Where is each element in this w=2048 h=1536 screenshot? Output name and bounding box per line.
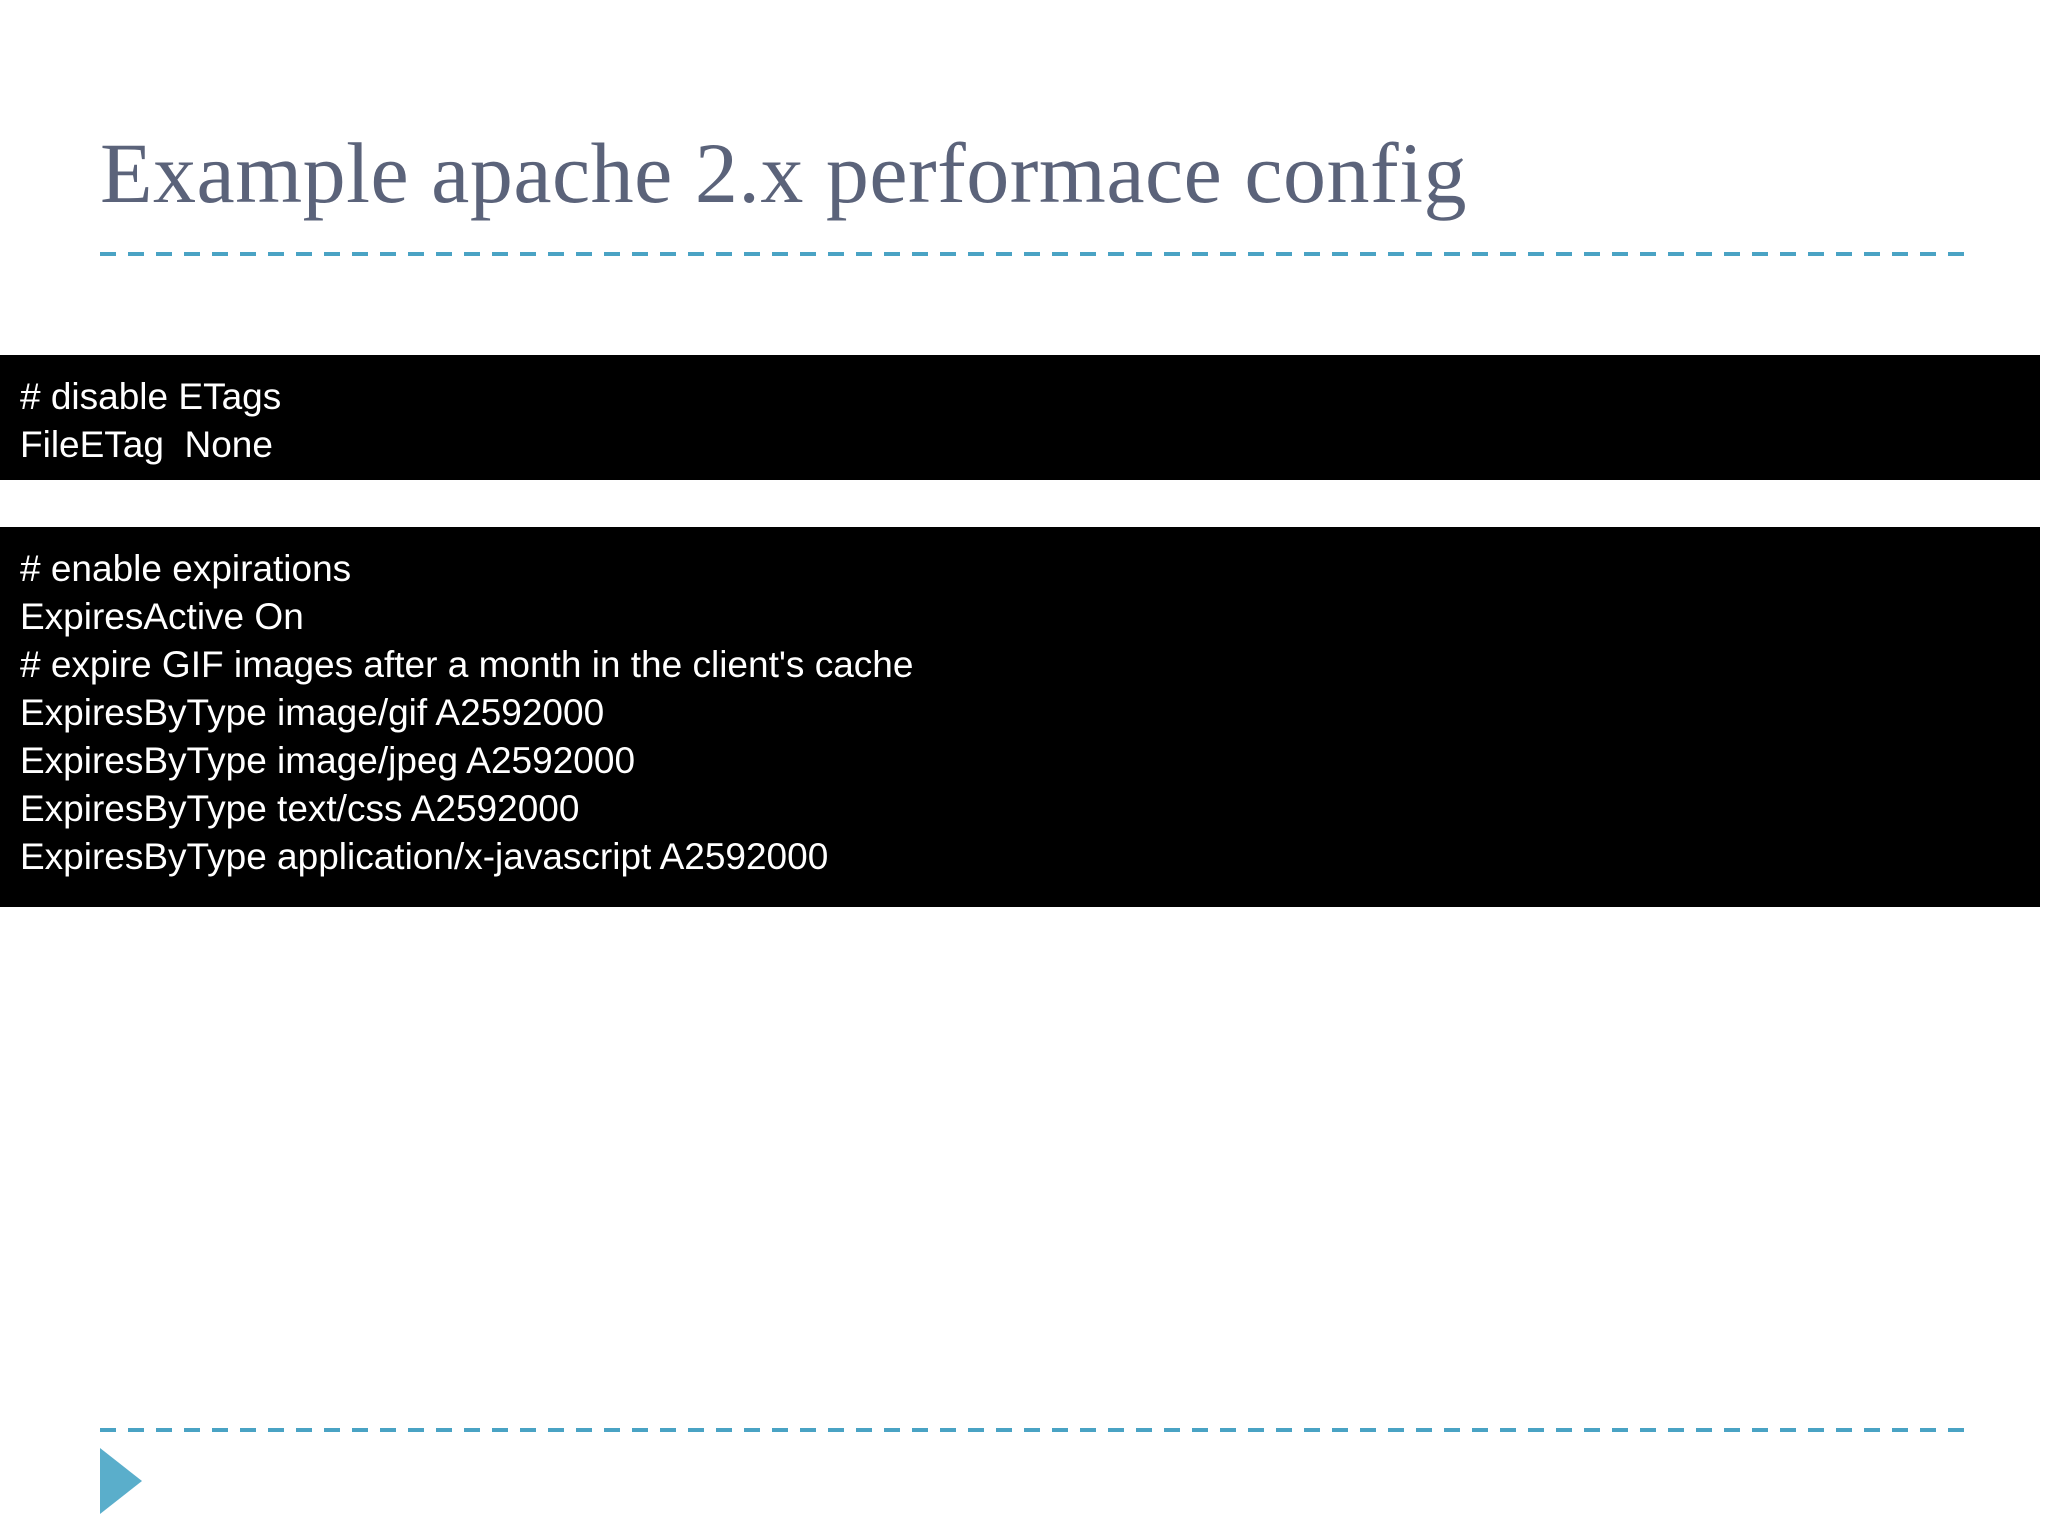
code-line: # disable ETags — [20, 376, 282, 417]
code-line: ExpiresByType text/css A2592000 — [20, 788, 580, 829]
code-line: ExpiresByType image/jpeg A2592000 — [20, 740, 636, 781]
play-triangle-icon — [100, 1448, 142, 1514]
title-block: Example apache 2.x performace config — [100, 118, 1980, 248]
code-line: # expire GIF images after a month in the… — [20, 644, 914, 685]
page-title: Example apache 2.x performace config — [100, 125, 1468, 221]
code-line: # enable expirations — [20, 548, 352, 589]
footer-divider — [100, 1428, 1975, 1432]
code-line: ExpiresActive On — [20, 596, 304, 637]
code-line: ExpiresByType image/gif A2592000 — [20, 692, 605, 733]
title-divider — [100, 252, 1975, 256]
code-line: FileETag None — [20, 424, 273, 465]
code-line: ExpiresByType application/x-javascript A… — [20, 836, 829, 877]
